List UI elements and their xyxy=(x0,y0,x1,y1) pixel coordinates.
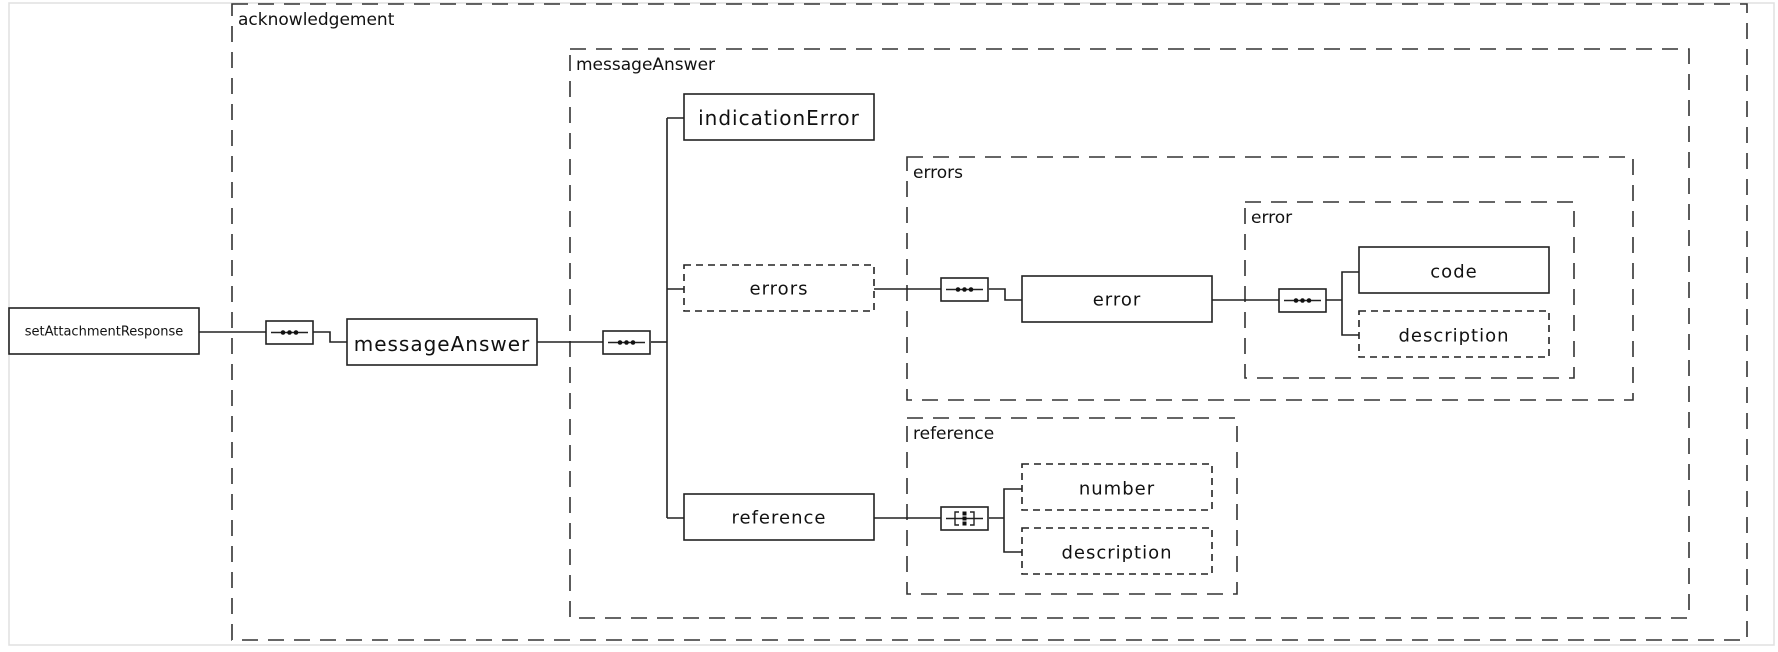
compositor-dot xyxy=(1306,298,1312,303)
group-acknowledgement-border xyxy=(231,3,1748,641)
node-number[interactable]: number xyxy=(1021,463,1213,511)
node-errors-box[interactable] xyxy=(683,264,875,312)
node-reference-box[interactable] xyxy=(683,493,875,541)
sequence-compositor-icon[interactable] xyxy=(265,320,314,345)
compositor-dot xyxy=(287,330,292,335)
group-errors-label: errors xyxy=(913,163,963,183)
compositor-dot xyxy=(962,287,967,292)
node-code-box[interactable] xyxy=(1358,246,1550,294)
edge-all-reference-children xyxy=(989,488,1022,553)
compositor-dot xyxy=(962,511,967,516)
node-indicationError-box[interactable] xyxy=(683,93,875,141)
compositor-dot xyxy=(624,340,629,345)
node-setAttachmentResponse-label: setAttachmentResponse xyxy=(25,325,184,340)
all-compositor-icon[interactable] xyxy=(940,506,989,531)
sequence-compositor-icon[interactable] xyxy=(940,277,989,302)
compositor-dot xyxy=(1300,298,1305,303)
group-error-label: error xyxy=(1251,208,1292,228)
compositor-dot xyxy=(1293,298,1299,303)
edge-seq-error-children xyxy=(1326,271,1359,336)
compositor-dot xyxy=(617,340,623,345)
compositor-dot xyxy=(968,287,974,292)
node-number-label: number xyxy=(1079,479,1155,500)
compositor-dot xyxy=(280,330,286,335)
node-messageAnswer-box[interactable] xyxy=(346,318,538,366)
compositor-bracket-right xyxy=(970,511,975,526)
node-setAttachmentResponse-box[interactable] xyxy=(8,307,200,355)
group-error-border xyxy=(1244,201,1575,379)
node-code-label: code xyxy=(1430,262,1477,283)
node-error-box[interactable] xyxy=(1021,275,1213,323)
compositor-bracket-left xyxy=(954,511,959,526)
node-error-description-box[interactable] xyxy=(1358,310,1550,358)
node-messageAnswer-label: messageAnswer xyxy=(354,332,531,356)
group-error: error xyxy=(1244,201,1575,379)
group-errors: errors xyxy=(906,156,1634,401)
group-messageAnswer-border xyxy=(569,48,1690,619)
node-setAttachmentResponse[interactable]: setAttachmentResponse xyxy=(8,307,200,355)
node-error-description-label: description xyxy=(1398,326,1509,347)
node-errors[interactable]: errors xyxy=(683,264,875,312)
node-number-box[interactable] xyxy=(1021,463,1213,511)
group-acknowledgement: acknowledgement xyxy=(231,3,1748,641)
compositor-dot xyxy=(955,287,961,292)
group-reference-label: reference xyxy=(913,424,994,444)
edge-seq-messageAnswer xyxy=(313,331,347,343)
node-reference-description-label: description xyxy=(1061,543,1172,564)
node-code[interactable]: code xyxy=(1358,246,1550,294)
node-errors-label: errors xyxy=(750,279,809,300)
group-reference: reference xyxy=(906,417,1238,595)
sequence-compositor-icon[interactable] xyxy=(602,330,651,355)
node-error[interactable]: error xyxy=(1021,275,1213,323)
node-error-label: error xyxy=(1093,290,1142,311)
compositor-dot xyxy=(962,521,967,526)
node-reference-description[interactable]: description xyxy=(1021,527,1213,575)
group-acknowledgement-label: acknowledgement xyxy=(238,10,395,30)
edge-seq-error xyxy=(989,288,1022,301)
node-reference[interactable]: reference xyxy=(683,493,875,541)
node-messageAnswer[interactable]: messageAnswer xyxy=(346,318,538,366)
node-indicationError[interactable]: indicationError xyxy=(683,93,875,141)
compositor-dot xyxy=(293,330,299,335)
node-indicationError-label: indicationError xyxy=(698,106,860,130)
node-reference-label: reference xyxy=(732,508,827,529)
group-messageAnswer-label: messageAnswer xyxy=(576,55,715,75)
connectors xyxy=(199,117,1359,553)
compositor-dot xyxy=(962,516,967,521)
compositor-dot xyxy=(630,340,636,345)
group-messageAnswer: messageAnswer xyxy=(569,48,1690,619)
sequence-compositor-icon[interactable] xyxy=(1278,288,1327,313)
group-reference-border xyxy=(906,417,1238,595)
node-error-description[interactable]: description xyxy=(1358,310,1550,358)
node-reference-description-box[interactable] xyxy=(1021,527,1213,575)
group-errors-border xyxy=(906,156,1634,401)
